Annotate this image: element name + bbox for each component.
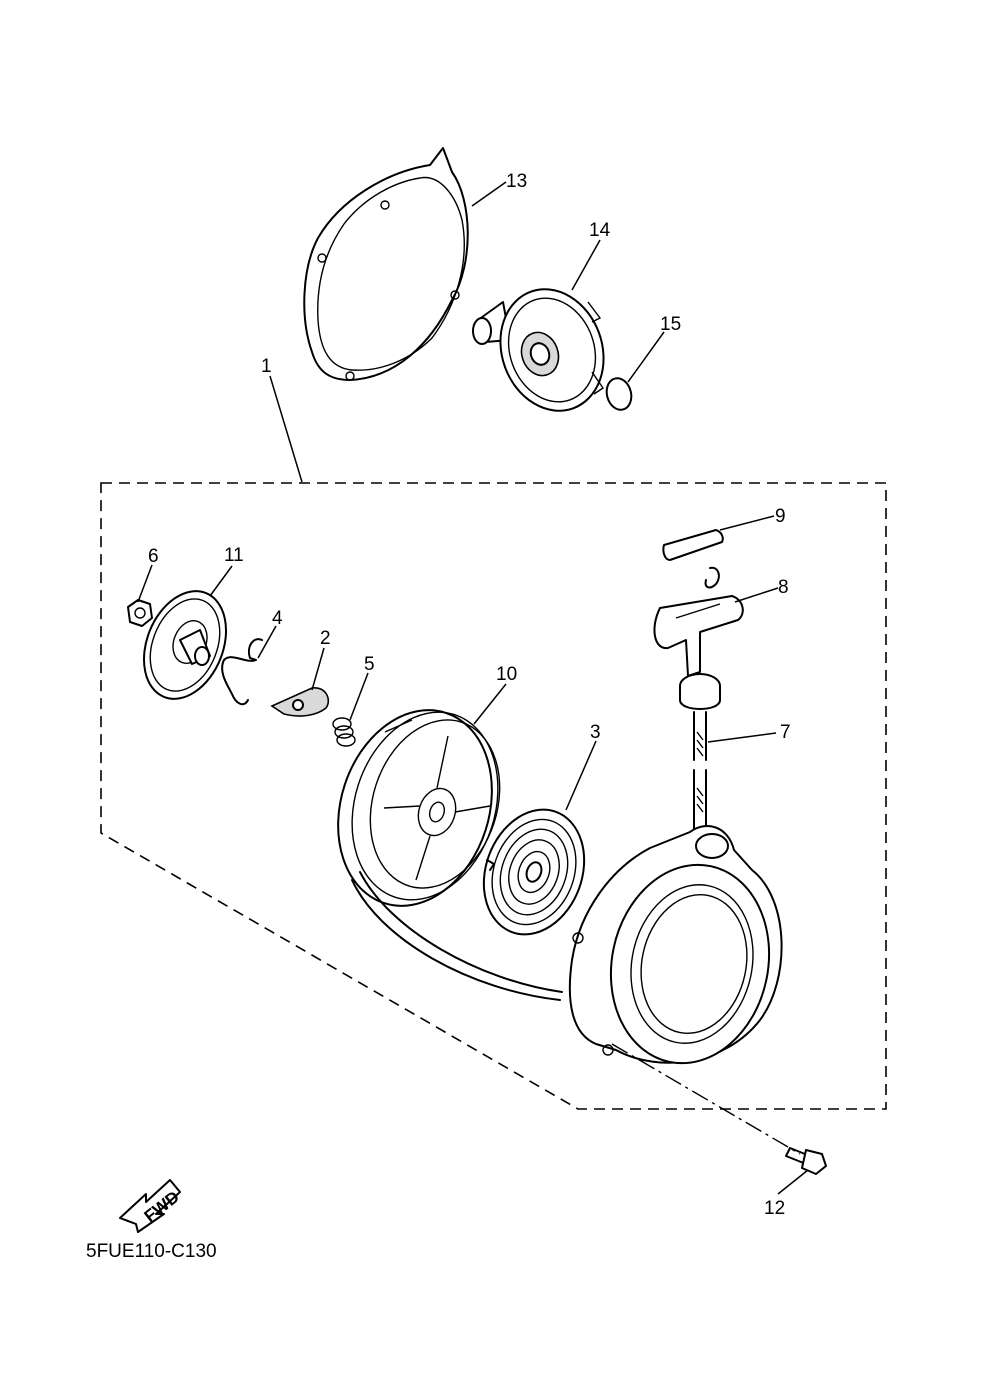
starter-case bbox=[568, 825, 783, 1065]
part-4-spring-clip bbox=[221, 638, 263, 706]
part-10-rope-reel bbox=[337, 709, 501, 907]
part-5-pawl-spring bbox=[332, 717, 356, 747]
callout-13: 13 bbox=[506, 171, 527, 192]
callout-7: 7 bbox=[780, 722, 791, 743]
part-7-starter-rope bbox=[693, 711, 707, 831]
leader-lines bbox=[137, 181, 809, 1195]
callout-15: 15 bbox=[660, 314, 681, 335]
rope-loop bbox=[351, 879, 561, 1001]
callout-14: 14 bbox=[589, 220, 611, 241]
callout-1: 1 bbox=[261, 356, 272, 377]
part-11-ratchet-cover bbox=[142, 590, 228, 700]
callout-11: 11 bbox=[224, 545, 244, 566]
callout-12: 12 bbox=[764, 1198, 785, 1219]
callout-4: 4 bbox=[272, 608, 283, 629]
callout-6: 6 bbox=[148, 546, 159, 567]
assembly-boundary bbox=[100, 482, 887, 1110]
callout-10: 10 bbox=[496, 664, 517, 685]
part-3-recoil-spring bbox=[482, 808, 586, 936]
part-2-ratchet-pawl bbox=[270, 687, 330, 717]
callout-5: 5 bbox=[364, 654, 375, 675]
part-6-nut bbox=[127, 599, 153, 627]
forward-direction-arrow: FWD bbox=[119, 1179, 183, 1233]
part-9-handle-cap bbox=[662, 529, 724, 561]
part-13-gasket bbox=[303, 147, 469, 381]
part-14-drive-pulley bbox=[472, 288, 605, 412]
part-15-o-ring bbox=[605, 377, 633, 411]
part-12-bolt bbox=[785, 1147, 827, 1175]
callout-3: 3 bbox=[590, 722, 601, 743]
bolt-centerline bbox=[611, 1043, 801, 1155]
figure-code: 5FUE110-C130 bbox=[86, 1241, 217, 1262]
callout-8: 8 bbox=[778, 577, 789, 598]
callout-2: 2 bbox=[320, 628, 331, 649]
callout-9: 9 bbox=[775, 506, 786, 527]
part-8-starter-handle bbox=[653, 566, 744, 710]
